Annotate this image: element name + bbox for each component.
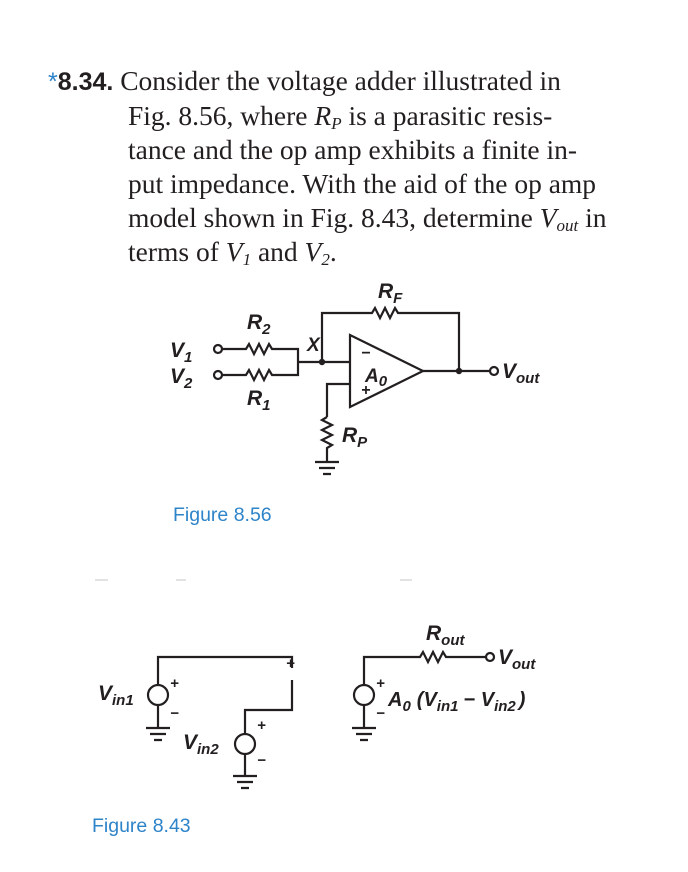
vout-model-label: Vout xyxy=(498,646,536,673)
problem-number: *8.34. xyxy=(48,68,114,96)
noninverting-sign: + xyxy=(361,382,370,399)
problem-line-1: *8.34. Consider the voltage adder illust… xyxy=(48,65,561,96)
rp-label: RP xyxy=(342,424,368,451)
problem-line-6: terms of V1 and V2. xyxy=(128,236,337,269)
vin1-label: Vin1 xyxy=(98,682,134,709)
v2-symbol: V2 xyxy=(304,236,330,269)
vin2-ground xyxy=(233,754,257,790)
a0-label: A0 xyxy=(364,366,388,390)
vin2-plus: + xyxy=(257,717,266,734)
vin1-minus: − xyxy=(170,705,179,722)
vin1-source xyxy=(146,683,170,707)
problem-line-2: Fig. 8.56, where RP is a parasitic resis… xyxy=(128,100,553,133)
node-x-label: X xyxy=(306,335,321,356)
problem-line-5: model shown in Fig. 8.43, determine Vout… xyxy=(128,202,607,235)
v1-terminal xyxy=(212,343,224,355)
figure-8-56-caption: Figure 8.56 xyxy=(173,504,272,526)
rp-symbol: RP xyxy=(314,100,342,133)
problem-statement: *8.34. Consider the voltage adder illust… xyxy=(48,64,658,269)
r1-resistor xyxy=(222,362,300,383)
figure-8-43-caption: Figure 8.43 xyxy=(92,815,191,837)
vin1-plus: + xyxy=(170,675,179,692)
dep-ground xyxy=(352,705,376,742)
vin2-source xyxy=(233,732,257,756)
rf-resistor xyxy=(320,305,461,372)
dep-plus: + xyxy=(376,675,385,692)
v2-label: V2 xyxy=(170,365,193,392)
gain-expression: A0(Vin1− Vin2) xyxy=(387,689,526,715)
dep-minus: − xyxy=(376,705,385,722)
vin2-label: Vin2 xyxy=(183,731,219,758)
vin2-minus: − xyxy=(257,752,266,769)
v1-symbol: V1 xyxy=(225,236,252,269)
vin1-ground xyxy=(146,705,170,742)
op-amp-triangle xyxy=(348,333,426,409)
inverting-sign: − xyxy=(361,345,370,362)
vout-symbol: Vout xyxy=(539,202,579,235)
dependent-source xyxy=(352,683,376,707)
vout-terminal xyxy=(488,365,500,377)
vout-terminal-model xyxy=(484,651,496,663)
ground-symbol xyxy=(315,460,339,476)
vout-label: Vout xyxy=(502,360,540,387)
port-plus: + xyxy=(286,655,295,672)
v2-terminal xyxy=(212,369,224,381)
figure-8-56: V1 V2 R2 R1 X RF − + A0 Vout RP F xyxy=(170,280,540,526)
r2-resistor xyxy=(222,341,300,362)
vin2-top-wire xyxy=(243,692,294,734)
r2-label: R2 xyxy=(247,311,271,338)
rout-resistor xyxy=(362,649,486,685)
v1-label: V1 xyxy=(170,339,192,366)
problem-line-3: tance and the op amp exhibits a finite i… xyxy=(128,134,578,165)
output-node-dot xyxy=(455,367,463,375)
starred-marker: * xyxy=(48,68,58,96)
figure-8-43: + − Vin1 + + − Vin2 + − Rout Vout A0(Vin… xyxy=(92,622,536,837)
rout-label: Rout xyxy=(426,622,465,649)
rp-resistor xyxy=(319,416,335,462)
noninverting-input-wire xyxy=(325,382,350,417)
problem-line-4: put impedance. With the aid of the op am… xyxy=(128,168,597,199)
vin1-top-wire xyxy=(156,655,294,685)
rf-label: RF xyxy=(378,280,403,307)
r1-label: R1 xyxy=(247,387,271,414)
